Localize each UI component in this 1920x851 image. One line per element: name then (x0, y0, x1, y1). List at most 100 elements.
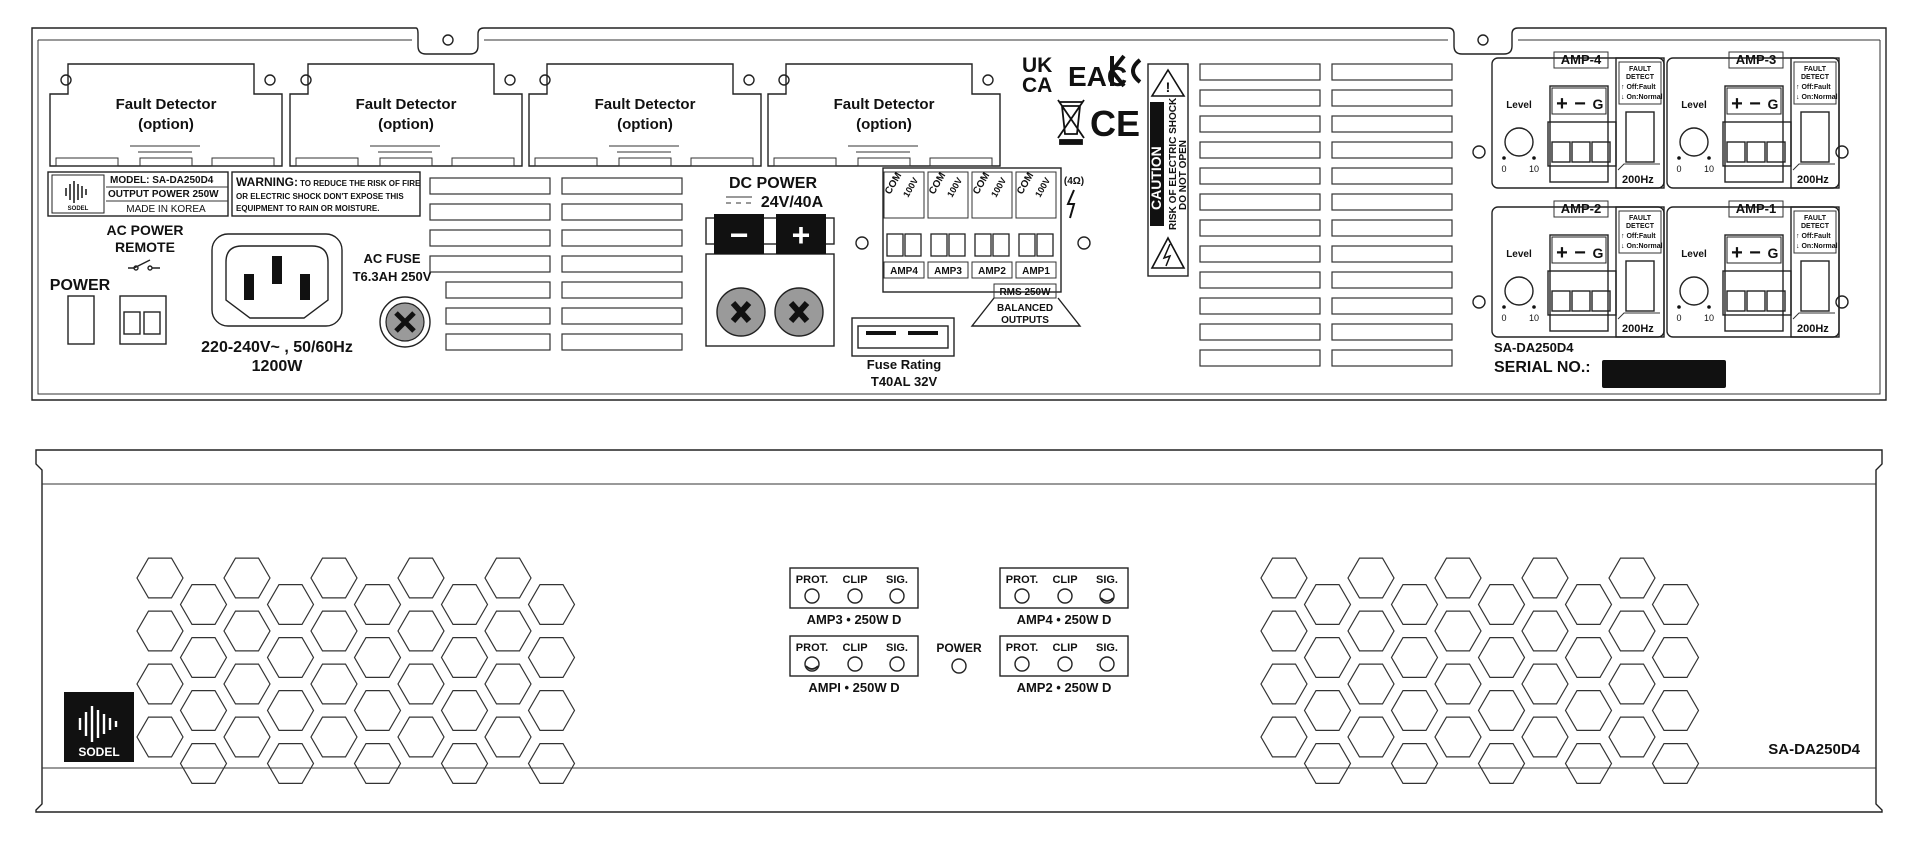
dc-fuse-line1: Fuse Rating (867, 357, 941, 372)
level-knob[interactable] (1504, 127, 1534, 157)
ce-mark: CE (1090, 103, 1140, 144)
vent-hole (179, 583, 228, 626)
vent-hole (1477, 636, 1526, 679)
vent-hole (266, 636, 315, 679)
vent-hole (440, 689, 489, 732)
com-100v-labels: COM 100V COM 100V COM 100V COM 100V (883, 171, 1057, 219)
vent-hole (1390, 742, 1439, 785)
front-power-label: POWER (936, 641, 982, 655)
prot-label: PROT. (796, 574, 828, 586)
fault-slot-title: Fault Detector (595, 96, 696, 113)
level-knob[interactable] (1679, 276, 1709, 306)
v100-label: 100V (1033, 176, 1052, 199)
input-minus: − (1749, 242, 1761, 264)
level-max: 10 (1529, 313, 1539, 323)
power-switch[interactable] (67, 295, 95, 345)
dc-fuse[interactable]: Fuse Rating T40AL 32V (851, 317, 955, 389)
vent-hole (1303, 742, 1352, 785)
dc-power: DC POWER 24V/40A − + (705, 175, 1091, 347)
vent-hole (484, 663, 532, 705)
input-g: G (1768, 245, 1779, 261)
vent-hole (223, 663, 271, 705)
vent-hole (1434, 610, 1482, 652)
fault-detect-switch[interactable] (1625, 260, 1655, 312)
fault-slot-2: Fault Detector (option) (289, 63, 523, 167)
fault-off: ↑ Off:Fault (1621, 84, 1656, 91)
fault-on: ↓ On:Normal (1796, 243, 1838, 250)
hz-label: 200Hz (1622, 323, 1654, 335)
vent-hole (136, 557, 184, 599)
fault-off: ↑ Off:Fault (1621, 233, 1656, 240)
vent-hole (266, 742, 315, 785)
input-screw[interactable] (1766, 290, 1786, 312)
vent-hole (1521, 610, 1569, 652)
label-output: OUTPUT POWER 250W (108, 189, 219, 200)
fault-on: ↓ On:Normal (1621, 94, 1663, 101)
fault-title2: DETECT (1626, 223, 1655, 230)
ac-fuse-line1: AC FUSE (363, 251, 420, 266)
input-screw[interactable] (1726, 290, 1746, 312)
level-label: Level (1506, 249, 1532, 260)
fault-slot-title: Fault Detector (356, 96, 457, 113)
vent-hole (1477, 742, 1526, 785)
vent-slots-left (429, 177, 683, 351)
output-terminals: COM 100V COM 100V COM 100V COM 100V (4Ω)… (882, 167, 1084, 327)
vent-hole (1477, 689, 1526, 732)
front-brand: SODEL (78, 745, 119, 759)
clip-label: CLIP (1052, 574, 1077, 586)
fault-slot-title: Fault Detector (116, 96, 217, 113)
ac-inlet[interactable]: 220-240V~ , 50/60Hz 1200W (201, 233, 353, 375)
amp-out-label: AMP1 (1022, 266, 1050, 277)
vent-hole (397, 716, 445, 758)
vent-hole (1347, 663, 1395, 705)
input-screw[interactable] (1726, 141, 1746, 163)
level-max: 10 (1704, 313, 1714, 323)
level-min: 0 (1501, 313, 1506, 323)
fault-detect-switch[interactable] (1625, 111, 1655, 163)
dc-power-rating: 24V/40A (761, 194, 824, 211)
ac-remote-line2: REMOTE (115, 239, 175, 255)
level-knob[interactable] (1504, 276, 1534, 306)
sig-led (889, 588, 905, 604)
vent-hole (1260, 610, 1308, 652)
vent-hole (179, 689, 228, 732)
level-label: Level (1681, 249, 1707, 260)
fault-title2: DETECT (1801, 223, 1830, 230)
indicator-name: AMP2 • 250W D (1017, 680, 1112, 695)
clip-led (1057, 656, 1073, 672)
input-screw[interactable] (1746, 141, 1766, 163)
front-model: SA-DA250D4 (1768, 741, 1860, 758)
vent-hole (1608, 610, 1656, 652)
vent-hole (1303, 689, 1352, 732)
input-screw[interactable] (1591, 290, 1611, 312)
remote-terminal[interactable] (119, 295, 167, 345)
input-screw[interactable] (1591, 141, 1611, 163)
input-screw[interactable] (1766, 141, 1786, 163)
level-knob[interactable] (1679, 127, 1709, 157)
fault-slot-sub: (option) (138, 116, 194, 133)
sig-label: SIG. (1096, 642, 1118, 654)
ac-power-remote: AC POWER REMOTE POWER (50, 222, 184, 345)
vent-hole (179, 636, 228, 679)
vent-hole (1651, 636, 1700, 679)
fault-detect-switch[interactable] (1800, 260, 1830, 312)
caution-line2: DO NOT OPEN (1178, 140, 1189, 210)
input-screw[interactable] (1551, 290, 1571, 312)
terminal-screws[interactable] (886, 233, 1054, 257)
input-screw[interactable] (1571, 290, 1591, 312)
serial-label: SERIAL NO.: (1494, 359, 1591, 376)
vent-hole (1260, 663, 1308, 705)
vent-hole (136, 716, 184, 758)
vent-hole (1303, 583, 1352, 626)
input-screw[interactable] (1746, 290, 1766, 312)
hz-label: 200Hz (1797, 323, 1829, 335)
vent-hole (527, 636, 576, 679)
input-screw[interactable] (1551, 141, 1571, 163)
amp-module-2: AMP-2 Level 0 10 + − G FAULT DETECT ↑ (1491, 200, 1665, 338)
input-screw[interactable] (1571, 141, 1591, 163)
fault-detect-switch[interactable] (1800, 111, 1830, 163)
ac-fuse[interactable]: AC FUSE T6.3AH 250V (353, 251, 432, 348)
ac-fuse-line2: T6.3AH 250V (353, 269, 432, 284)
sig-label: SIG. (886, 574, 908, 586)
vent-hole (1347, 610, 1395, 652)
